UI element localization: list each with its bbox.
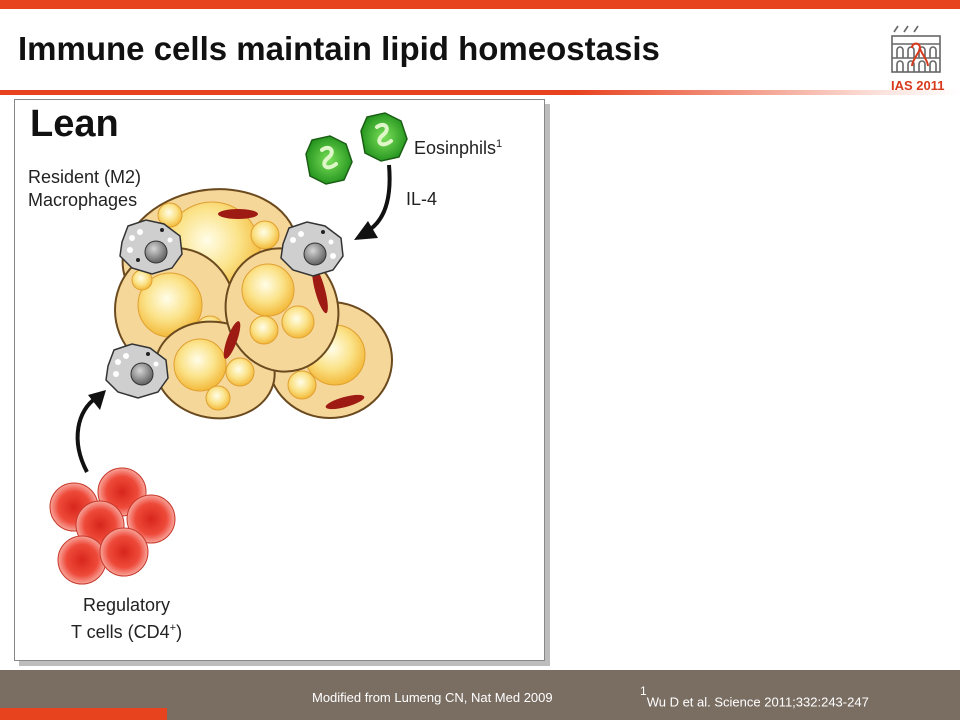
footer-citation-right: 1Wu D et al. Science 2011;332:243-247 bbox=[640, 684, 869, 710]
regulatory-t-cells bbox=[49, 467, 176, 585]
footer-citation-left: Modified from Lumeng CN, Nat Med 2009 bbox=[312, 690, 553, 705]
treg-label-line2-text: T cells (CD4 bbox=[70, 622, 170, 642]
ias-logo-icon bbox=[891, 25, 941, 73]
footer-accent bbox=[0, 708, 167, 720]
treg-arrowhead-icon bbox=[88, 390, 106, 410]
footer-ref-text: Wu D et al. Science 2011;332:243-247 bbox=[646, 694, 869, 710]
macrophages-label-line1: Resident (M2) bbox=[28, 167, 142, 187]
treg-arrow bbox=[75, 396, 98, 473]
macrophage-icon bbox=[105, 343, 169, 399]
adipocyte-cluster bbox=[114, 188, 393, 420]
eosinophils-label: Eosinphils1 bbox=[414, 133, 502, 160]
il4-arrow bbox=[364, 164, 392, 234]
macrophage-icon bbox=[280, 221, 344, 277]
panel-title: Lean bbox=[30, 103, 119, 145]
slide-title: Immune cells maintain lipid homeostasis bbox=[18, 30, 660, 67]
logo-text: IAS 2011 bbox=[891, 78, 945, 93]
macrophages-label-line2: Macrophages bbox=[28, 190, 138, 210]
footer-ref-number: 1 bbox=[640, 684, 647, 698]
treg-label: Regulatory T cells (CD4+) bbox=[44, 594, 209, 644]
treg-label-close: ) bbox=[176, 622, 183, 642]
title-divider bbox=[0, 90, 960, 95]
eosinophil-icon bbox=[305, 135, 353, 185]
macrophages-label: Resident (M2) Macrophages bbox=[28, 166, 141, 212]
treg-label-sup: + bbox=[169, 622, 177, 634]
eosinophils-ref: 1 bbox=[496, 138, 503, 150]
top-accent-bar bbox=[0, 0, 960, 9]
treg-label-line1: Regulatory bbox=[82, 595, 171, 615]
eosinophils-text: Eosinphils bbox=[414, 138, 497, 158]
macrophage-icon bbox=[119, 219, 183, 275]
il4-label: IL-4 bbox=[406, 189, 438, 209]
eosinophil-icon bbox=[360, 112, 408, 162]
il4-arrowhead-icon bbox=[354, 221, 378, 240]
treg-label-line2: T cells (CD4+) bbox=[44, 617, 209, 644]
